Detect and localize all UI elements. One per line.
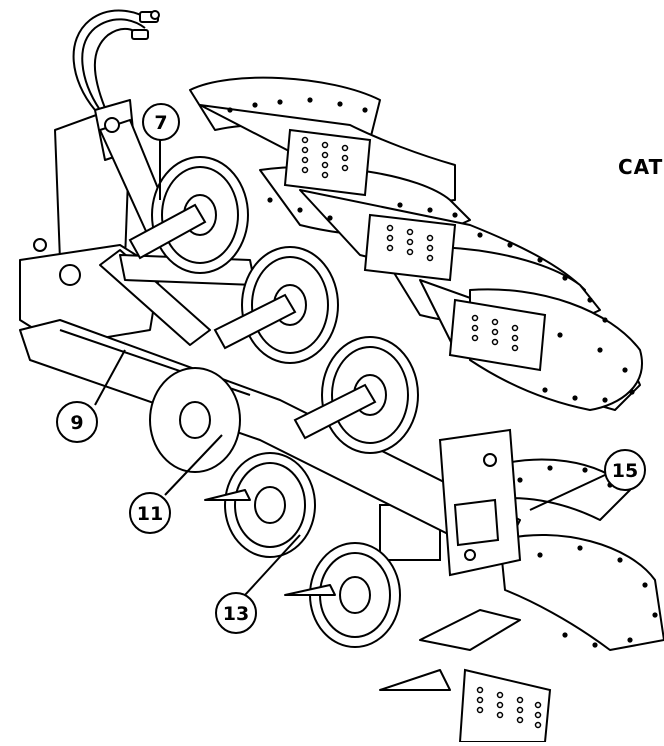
bracket-assembly	[438, 428, 522, 577]
callout-15: 15	[529, 449, 646, 511]
callout-11-label: 11	[137, 503, 163, 525]
callout-13: 13	[215, 534, 301, 634]
shares	[204, 489, 521, 691]
hose-couplers	[131, 10, 160, 40]
callout-11: 11	[129, 434, 223, 534]
callout-7-label: 7	[154, 112, 167, 134]
callout-7: 7	[142, 103, 180, 200]
side-label: CAT	[618, 155, 663, 179]
discs	[128, 156, 419, 648]
callout-13-label: 13	[223, 603, 249, 625]
callout-9-label: 9	[70, 412, 83, 434]
callout-9: 9	[56, 349, 126, 443]
callout-15-label: 15	[612, 460, 638, 482]
headstock	[19, 99, 161, 346]
mouldboards	[189, 76, 664, 651]
hydraulic-hoses	[72, 9, 151, 111]
plate-holes	[301, 136, 542, 729]
